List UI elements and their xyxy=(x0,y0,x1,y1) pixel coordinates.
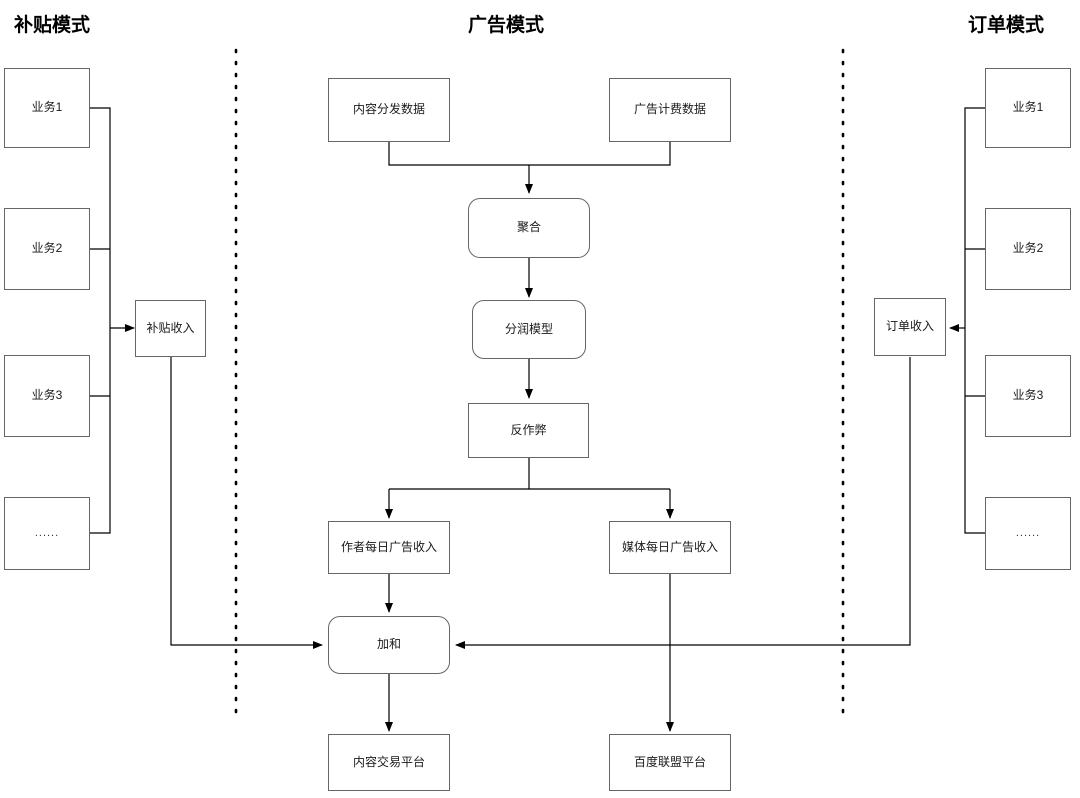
node-order-business-3[interactable]: 业务3 xyxy=(985,355,1071,437)
node-label: 广告计费数据 xyxy=(633,102,706,117)
edge-subsidy-biz4 xyxy=(90,328,111,534)
node-label: 业务1 xyxy=(1012,100,1044,115)
node-content-trading-platform[interactable]: 内容交易平台 xyxy=(328,734,450,791)
node-label: 业务2 xyxy=(1012,241,1044,256)
edge-order-biz4 xyxy=(964,328,985,534)
node-label: ...... xyxy=(1015,527,1041,540)
node-order-business-1[interactable]: 业务1 xyxy=(985,68,1071,148)
edge-order-biz1 xyxy=(964,107,985,328)
section-title-advertising: 广告模式 xyxy=(468,15,545,36)
node-label: 百度联盟平台 xyxy=(633,754,706,769)
node-label: 业务1 xyxy=(31,100,63,115)
node-label: 反作弊 xyxy=(510,422,547,437)
node-order-business-more[interactable]: ...... xyxy=(985,497,1071,570)
node-revenue-share-model[interactable]: 分润模型 xyxy=(472,300,586,359)
node-label: 业务3 xyxy=(31,388,63,403)
node-order-revenue[interactable]: 订单收入 xyxy=(874,298,946,356)
node-ad-billing-data[interactable]: 广告计费数据 xyxy=(609,78,731,142)
node-subsidy-business-3[interactable]: 业务3 xyxy=(4,355,90,437)
node-author-daily-ad-revenue[interactable]: 作者每日广告收入 xyxy=(328,521,450,574)
node-label: 分润模型 xyxy=(504,321,553,336)
edge-subsidy-revenue-to-sum xyxy=(170,357,323,649)
node-label: 内容分发数据 xyxy=(352,102,425,117)
edge-sources-merge xyxy=(388,142,671,166)
node-label: 作者每日广告收入 xyxy=(340,539,437,554)
node-label: 内容交易平台 xyxy=(352,754,425,769)
section-title-order: 订单模式 xyxy=(968,15,1045,36)
node-label: 业务3 xyxy=(1012,388,1044,403)
node-label: 业务2 xyxy=(31,241,63,256)
node-subsidy-revenue[interactable]: 补贴收入 xyxy=(135,300,206,357)
node-label: ...... xyxy=(34,527,60,540)
node-label: 媒体每日广告收入 xyxy=(621,539,718,554)
node-media-daily-ad-revenue[interactable]: 媒体每日广告收入 xyxy=(609,521,731,574)
node-label: 加和 xyxy=(376,637,401,652)
node-content-distribution-data[interactable]: 内容分发数据 xyxy=(328,78,450,142)
node-label: 订单收入 xyxy=(885,319,934,334)
node-label: 聚合 xyxy=(516,220,541,235)
node-label: 补贴收入 xyxy=(146,320,195,335)
section-title-subsidy: 补贴模式 xyxy=(14,15,91,36)
node-subsidy-business-2[interactable]: 业务2 xyxy=(4,208,90,290)
edge-order-revenue-to-sum xyxy=(455,357,911,649)
node-subsidy-business-1[interactable]: 业务1 xyxy=(4,68,90,148)
node-subsidy-business-more[interactable]: ...... xyxy=(4,497,90,570)
edge-anticheat-split-left xyxy=(389,458,530,490)
node-sum[interactable]: 加和 xyxy=(328,616,450,674)
node-anti-cheat[interactable]: 反作弊 xyxy=(468,403,589,458)
node-aggregate[interactable]: 聚合 xyxy=(468,198,590,258)
node-baidu-union-platform[interactable]: 百度联盟平台 xyxy=(609,734,731,791)
edge-subsidy-biz1 xyxy=(90,107,111,328)
node-order-business-2[interactable]: 业务2 xyxy=(985,208,1071,290)
